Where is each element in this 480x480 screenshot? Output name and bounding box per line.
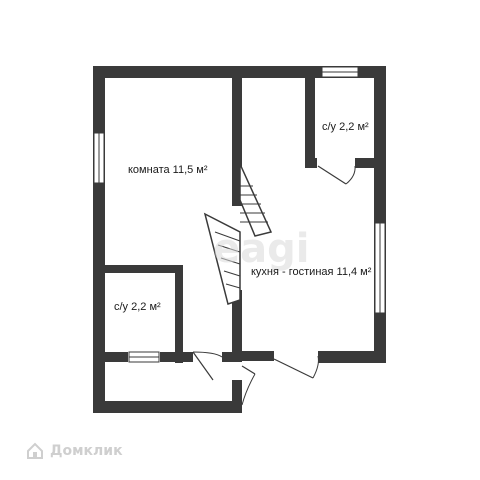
label-kitchen: кухня - гостиная 11,4 м²: [251, 266, 372, 278]
brand: Домклик: [26, 442, 123, 460]
house-icon: [27, 442, 43, 459]
door-bath-top: [317, 165, 347, 185]
label-room: комната 11,5 м²: [128, 164, 208, 176]
watermark: eagi: [213, 226, 309, 272]
brand-name: Домклик: [50, 443, 123, 459]
door-bath-bottom: [192, 351, 214, 381]
label-bath-top: с/у 2,2 м²: [322, 121, 369, 133]
label-bath-bottom: с/у 2,2 м²: [114, 301, 161, 313]
doors: [192, 165, 356, 406]
staircase: [203, 163, 273, 305]
door-entrance: [241, 365, 256, 375]
door-kitchen: [273, 358, 314, 379]
windows: [93, 66, 386, 363]
